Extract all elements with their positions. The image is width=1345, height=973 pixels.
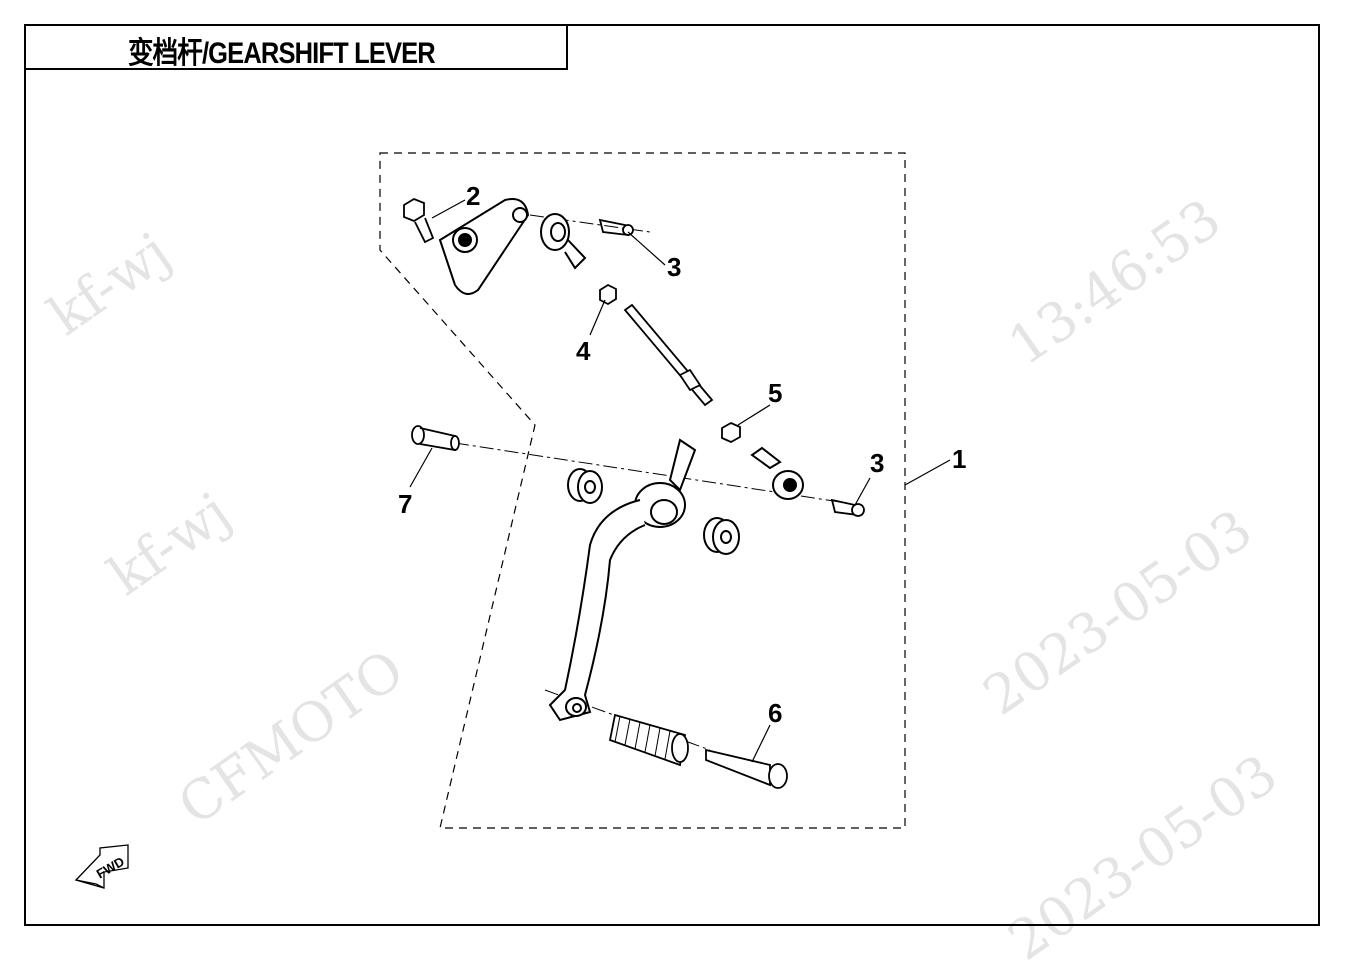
part-7-pin <box>411 425 460 452</box>
footpeg <box>608 713 689 767</box>
callout-4: 4 <box>576 336 591 366</box>
bushing-left <box>567 468 603 504</box>
title-box <box>24 24 568 70</box>
part-4-nut <box>599 283 617 306</box>
drawing-frame <box>24 24 1320 926</box>
parts-diagram: FWD 1 2 3 3 4 5 6 7 <box>74 152 966 889</box>
gearshift-lever <box>548 438 697 722</box>
leader-lines <box>409 199 951 763</box>
callout-7: 7 <box>398 489 412 519</box>
callout-3-lower: 3 <box>870 448 884 478</box>
callout-1: 1 <box>952 444 966 474</box>
callout-6: 6 <box>768 698 782 728</box>
page-title: 变档杆/GEARSHIFT LEVER <box>128 37 436 70</box>
ball-joint-upper <box>540 213 587 270</box>
callout-2: 2 <box>466 181 480 211</box>
forward-arrow-icon <box>74 844 129 889</box>
assembly-boundary <box>379 152 906 829</box>
shift-rod <box>623 303 714 407</box>
part-3-bolt-upper <box>598 218 634 237</box>
callout-5: 5 <box>768 378 782 408</box>
shift-arm <box>438 198 530 295</box>
callout-3-upper: 3 <box>667 252 681 282</box>
ball-joint-lower <box>750 446 804 500</box>
part-6-bolt <box>705 748 788 789</box>
part-2-bolt <box>403 197 435 244</box>
part-5-nut <box>721 421 741 444</box>
bushing-right <box>703 517 740 555</box>
part-3-bolt-lower <box>830 498 865 517</box>
